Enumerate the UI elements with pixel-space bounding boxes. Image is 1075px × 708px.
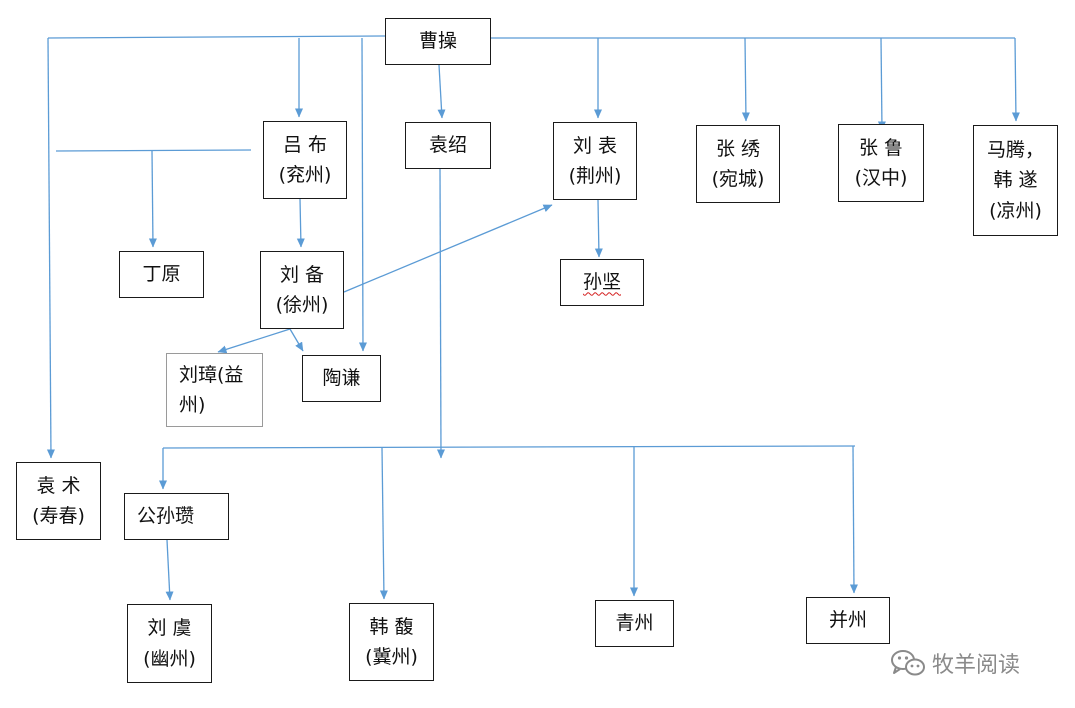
edge-liu-bei-to-tao-qian <box>289 328 304 352</box>
node-yuan-shu-name: 袁 术 <box>36 474 81 497</box>
node-ding-yuan-label: 丁原 <box>142 263 181 286</box>
node-lv-bu-name: 吕 布 <box>282 133 328 156</box>
edge-yuan-shao-to-han-fu <box>379 447 388 600</box>
edge-yuan-shao-bar <box>162 445 856 449</box>
node-han-sui-label: 韩 遂 <box>993 169 1038 192</box>
node-zhang-xiu-name: 张 绣 <box>715 137 761 160</box>
node-ma-teng-han-sui: 马腾， 韩 遂 (凉州) <box>973 125 1058 236</box>
wechat-icon <box>891 650 925 676</box>
node-gongsun-zan: 公孙瓒 <box>124 493 229 540</box>
node-liu-zhang-line2: 州) <box>179 394 206 416</box>
edge-cao-cao-to-yuan-shu <box>46 37 55 459</box>
node-gongsun-zan-label: 公孙瓒 <box>137 505 195 528</box>
node-bingzhou-label: 并州 <box>828 609 867 632</box>
node-yuan-shu-region: (寿春) <box>32 505 85 527</box>
edge-lv-bu-to-ding-yuan <box>148 150 157 248</box>
node-tao-qian: 陶谦 <box>302 355 381 402</box>
edge-yuan-shao-trunk <box>436 168 445 459</box>
node-zhang-lu: 张 鲁 (汉中) <box>838 124 924 202</box>
node-tao-qian-label: 陶谦 <box>322 367 361 390</box>
edge-yuan-shao-to-bingzhou <box>849 445 858 594</box>
node-sun-jian-label: 孙坚 <box>582 271 621 294</box>
edge-cao-cao-to-zhang-xiu <box>741 37 750 122</box>
node-liu-biao-name: 刘 表 <box>572 134 618 157</box>
node-liu-zhang: 刘璋(益 州) <box>166 353 263 427</box>
node-yuan-shao-label: 袁绍 <box>428 134 467 157</box>
edge-liu-bei-to-liu-zhang <box>217 328 291 354</box>
node-qingzhou: 青州 <box>595 600 674 647</box>
node-ma-teng-label: 马腾， <box>986 138 1044 161</box>
node-ding-yuan: 丁原 <box>119 251 204 298</box>
node-liu-bei-name: 刘 备 <box>279 263 325 286</box>
node-han-fu: 韩 馥 (冀州) <box>349 603 434 681</box>
node-lv-bu: 吕 布 (兖州) <box>263 121 347 199</box>
node-cao-cao: 曹操 <box>385 18 491 65</box>
node-liu-yu: 刘 虞 (幽州) <box>127 604 212 683</box>
node-liu-bei: 刘 备 (徐州) <box>260 251 344 329</box>
node-liu-yu-region: (幽州) <box>143 647 196 670</box>
watermark: 牧羊阅读 <box>890 643 1070 683</box>
node-cao-cao-label: 曹操 <box>418 30 457 53</box>
node-yuan-shao: 袁绍 <box>405 122 491 169</box>
node-liu-biao-region: (荆州) <box>568 165 622 187</box>
node-yuan-shu: 袁 术 (寿春) <box>16 462 101 540</box>
node-liangzhou-region: (凉州) <box>989 199 1042 222</box>
node-liu-yu-name: 刘 虞 <box>147 617 192 640</box>
edge-liu-biao-to-sun-jian <box>594 199 603 258</box>
node-bingzhou: 并州 <box>806 597 890 644</box>
node-zhang-lu-region: (汉中) <box>854 167 908 189</box>
node-liu-biao: 刘 表 (荆州) <box>553 122 637 200</box>
node-qingzhou-label: 青州 <box>615 612 654 635</box>
edge-cao-cao-to-zhang-lu <box>877 37 886 131</box>
node-han-fu-name: 韩 馥 <box>369 615 414 638</box>
edge-cao-cao-to-yuan-shao <box>437 64 446 119</box>
node-han-fu-region: (冀州) <box>365 646 418 668</box>
edge-cao-cao-to-tao-qian <box>358 37 367 352</box>
node-liu-bei-region: (徐州) <box>275 294 329 316</box>
node-zhang-lu-name: 张 鲁 <box>858 136 904 159</box>
edge-cao-cao-to-ma-han <box>1011 37 1020 122</box>
edge-liu-bei-to-liu-biao <box>343 204 553 293</box>
node-liu-zhang-line1: 刘璋(益 <box>179 363 244 386</box>
watermark-text: 牧羊阅读 <box>932 653 1021 678</box>
edge-cao-cao-trunk <box>47 35 386 39</box>
edge-lv-bu-branch <box>55 149 252 152</box>
edge-gongsun-zan-to-liu-yu <box>165 539 174 601</box>
edge-lv-bu-to-liu-bei <box>296 198 305 248</box>
node-zhang-xiu-region: (宛城) <box>711 168 765 190</box>
node-sun-jian: 孙坚 <box>560 259 644 306</box>
node-lv-bu-region: (兖州) <box>278 164 332 186</box>
node-zhang-xiu: 张 绣 (宛城) <box>696 125 780 203</box>
